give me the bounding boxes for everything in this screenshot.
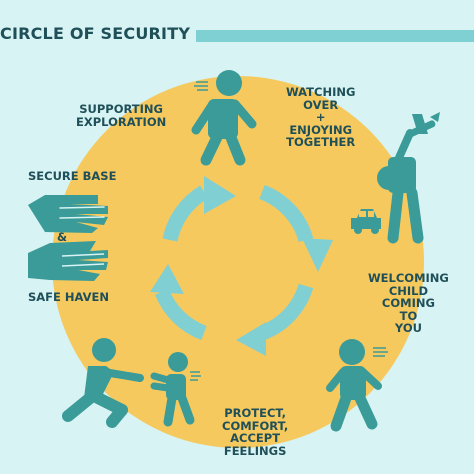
label-watching-over: WATCHING OVER + ENJOYING TOGETHER [286, 85, 356, 149]
yellow-circle [52, 76, 424, 448]
running-child-icon [326, 339, 382, 432]
hands-icon-upper [28, 195, 108, 233]
motion-lines-icon [194, 81, 208, 91]
parent-with-airplane-icon [377, 129, 424, 244]
arrowhead-bottom [236, 322, 266, 356]
airplane-icon [409, 112, 440, 137]
arrow-top-left [162, 185, 209, 242]
label-welcoming-child: WELCOMING CHILD COMING TO YOU [368, 271, 449, 335]
label-secure-base: SECURE BASE [28, 169, 117, 183]
arrowhead-left [150, 264, 184, 294]
label-safe-haven: SAFE HAVEN [28, 290, 110, 304]
hands-icon-lower [28, 241, 108, 281]
title-bar: CIRCLE OF SECURITY [0, 0, 474, 44]
toy-car-icon [351, 209, 381, 234]
arrowhead-top [204, 176, 236, 214]
page-title: CIRCLE OF SECURITY [0, 24, 197, 44]
arrowhead-right [302, 238, 333, 272]
motion-lines-right [373, 347, 388, 357]
title-rule [196, 30, 474, 42]
arrow-bottom-right [259, 283, 314, 341]
arrow-bottom-left [155, 288, 207, 341]
arrow-top-right [259, 184, 314, 243]
label-protect-comfort: PROTECT, COMFORT, ACCEPT FEELINGS [222, 406, 289, 458]
small-child-icon [150, 352, 195, 427]
motion-lines-child [190, 371, 201, 381]
kneeling-parent-icon [62, 338, 144, 428]
label-ampersand: & [57, 230, 68, 244]
walking-person-icon [191, 70, 257, 166]
cycle-arrows [155, 184, 314, 341]
label-supporting-exploration: SUPPORTING EXPLORATION [76, 102, 167, 129]
